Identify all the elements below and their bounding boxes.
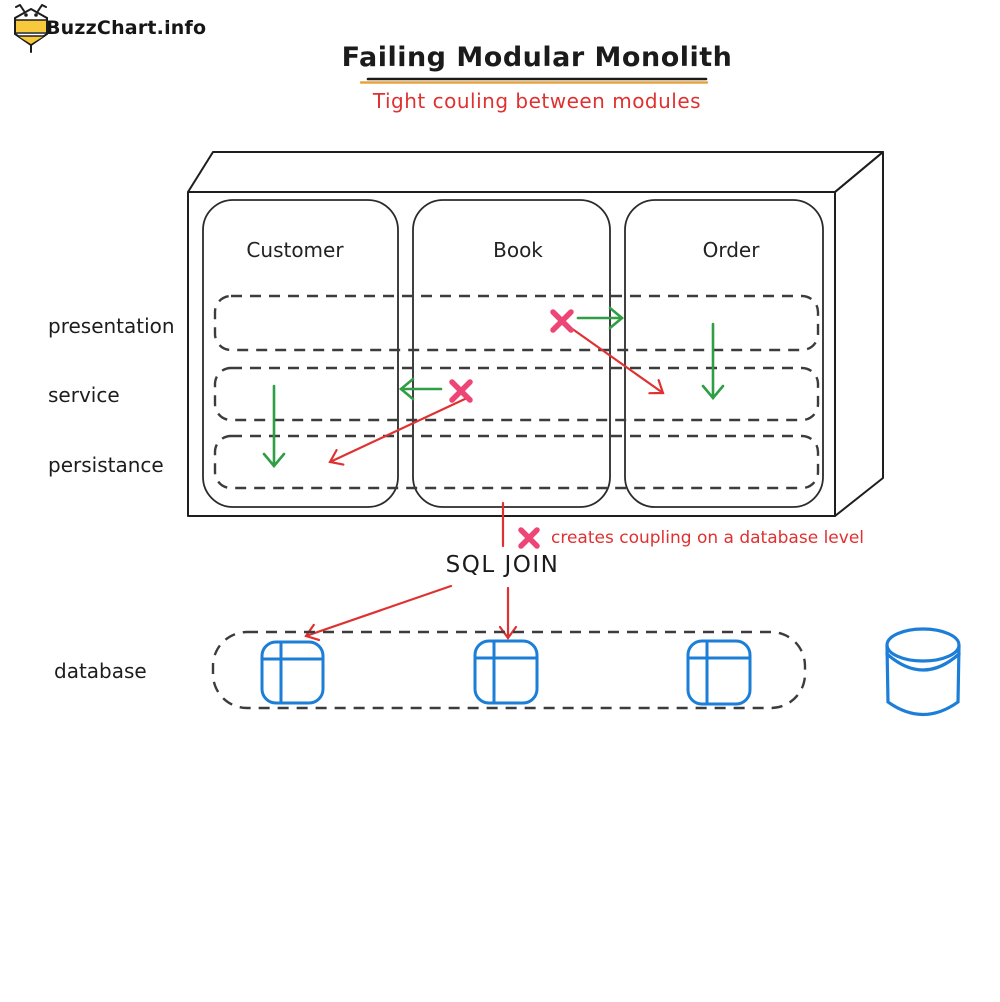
coupling-note: creates coupling on a database level — [551, 528, 864, 548]
bee-stripe-mid — [16, 20, 46, 32]
x-mark-book-presentation — [550, 309, 574, 333]
module-group — [202, 199, 824, 508]
module-label-book: Book — [493, 238, 543, 262]
module-customer — [202, 199, 399, 508]
red-arrow-book-to-order-service — [569, 326, 665, 395]
box-right-face — [834, 151, 884, 517]
layer-row-service — [213, 366, 820, 422]
module-label-order: Order — [702, 238, 760, 262]
red-arrow-book-to-customer-persistence — [328, 396, 469, 466]
database-cylinder-icon — [885, 627, 961, 716]
brand-logo: BuzzChart.info — [8, 3, 208, 55]
sql-join-label: SQL JOIN — [445, 552, 560, 578]
x-marks — [449, 309, 574, 549]
database-label: database — [54, 659, 147, 683]
bee-eye-right — [34, 13, 38, 17]
database-container — [211, 630, 807, 710]
brand-name: BuzzChart.info — [46, 17, 207, 39]
green-arrows — [262, 306, 725, 469]
module-order — [624, 199, 824, 508]
table-icon-2 — [473, 639, 539, 705]
database-tables — [260, 639, 752, 706]
module-book — [412, 199, 611, 508]
table-icon-1 — [260, 640, 325, 705]
module-label-customer: Customer — [246, 238, 344, 262]
bee-antenna-left — [15, 4, 25, 12]
x-mark-book-service — [449, 379, 473, 403]
table-icon-3 — [686, 639, 752, 706]
box-top-face — [187, 151, 884, 193]
bee-icon — [14, 4, 48, 53]
bee-eye-left — [24, 13, 28, 17]
monolith-box — [187, 151, 884, 517]
red-arrows — [304, 326, 665, 642]
red-arrow-to-table-1 — [304, 584, 453, 642]
box-front-face — [187, 191, 836, 517]
bee-antenna-right — [37, 4, 47, 12]
layer-label-presentation: presentation — [48, 314, 175, 338]
page-subtitle: Tight couling between modules — [372, 89, 702, 113]
layer-label-service: service — [48, 383, 120, 407]
layer-label-persistance: persistance — [48, 453, 164, 477]
layer-rows — [213, 294, 820, 490]
bee-stripe-bottom — [18, 36, 44, 44]
layer-row-presentation — [213, 294, 820, 352]
x-mark-note — [518, 527, 540, 549]
layer-row-persistance — [213, 434, 820, 490]
bee-stripe-lines — [15, 19, 47, 37]
title-underline — [359, 77, 709, 84]
page-title: Failing Modular Monolith — [341, 42, 733, 73]
